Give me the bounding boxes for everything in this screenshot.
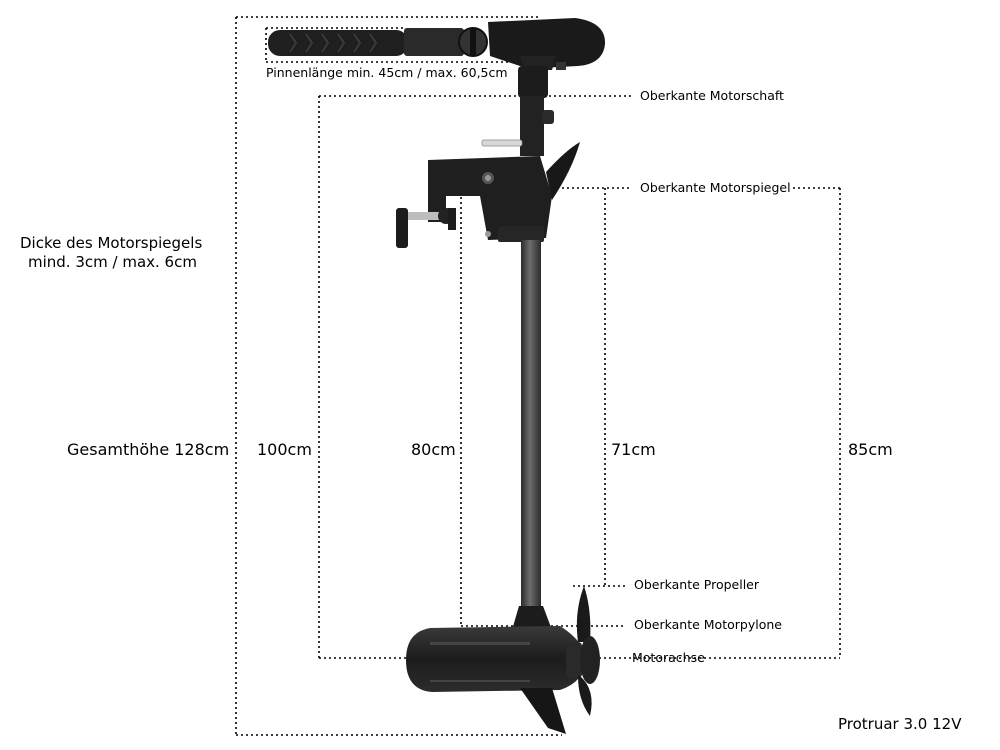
motor-neck xyxy=(518,66,548,98)
top-transom-label: Oberkante Motorspiegel xyxy=(640,180,791,195)
transom-bracket xyxy=(428,142,580,242)
top-shaft-label: Oberkante Motorschaft xyxy=(640,88,784,103)
trolling-motor xyxy=(268,18,606,734)
transom-thickness-label-line1: Dicke des Motorspiegels xyxy=(20,234,203,252)
product-name-label: Protruar 3.0 12V xyxy=(838,715,962,733)
top-propeller-label: Oberkante Propeller xyxy=(634,577,759,592)
motor-shaft xyxy=(521,240,541,612)
motor-axis-label: Motorachse xyxy=(632,650,705,665)
propeller xyxy=(576,586,600,716)
dim-71-label: 71cm xyxy=(611,440,656,459)
dim-80-label: 80cm xyxy=(411,440,456,459)
motor-pod xyxy=(406,626,586,734)
top-pylon-label: Oberkante Motorpylone xyxy=(634,617,782,632)
tiller-length-label: Pinnenlänge min. 45cm / max. 60,5cm xyxy=(266,65,508,80)
tiller-handle xyxy=(268,18,606,70)
total-height-label: Gesamthöhe 128cm xyxy=(67,440,230,459)
dim-100-label: 100cm xyxy=(257,440,312,459)
clamp-screw xyxy=(396,208,456,248)
dim-85-label: 85cm xyxy=(848,440,893,459)
transom-thickness-label-line2: mind. 3cm / max. 6cm xyxy=(28,253,197,271)
